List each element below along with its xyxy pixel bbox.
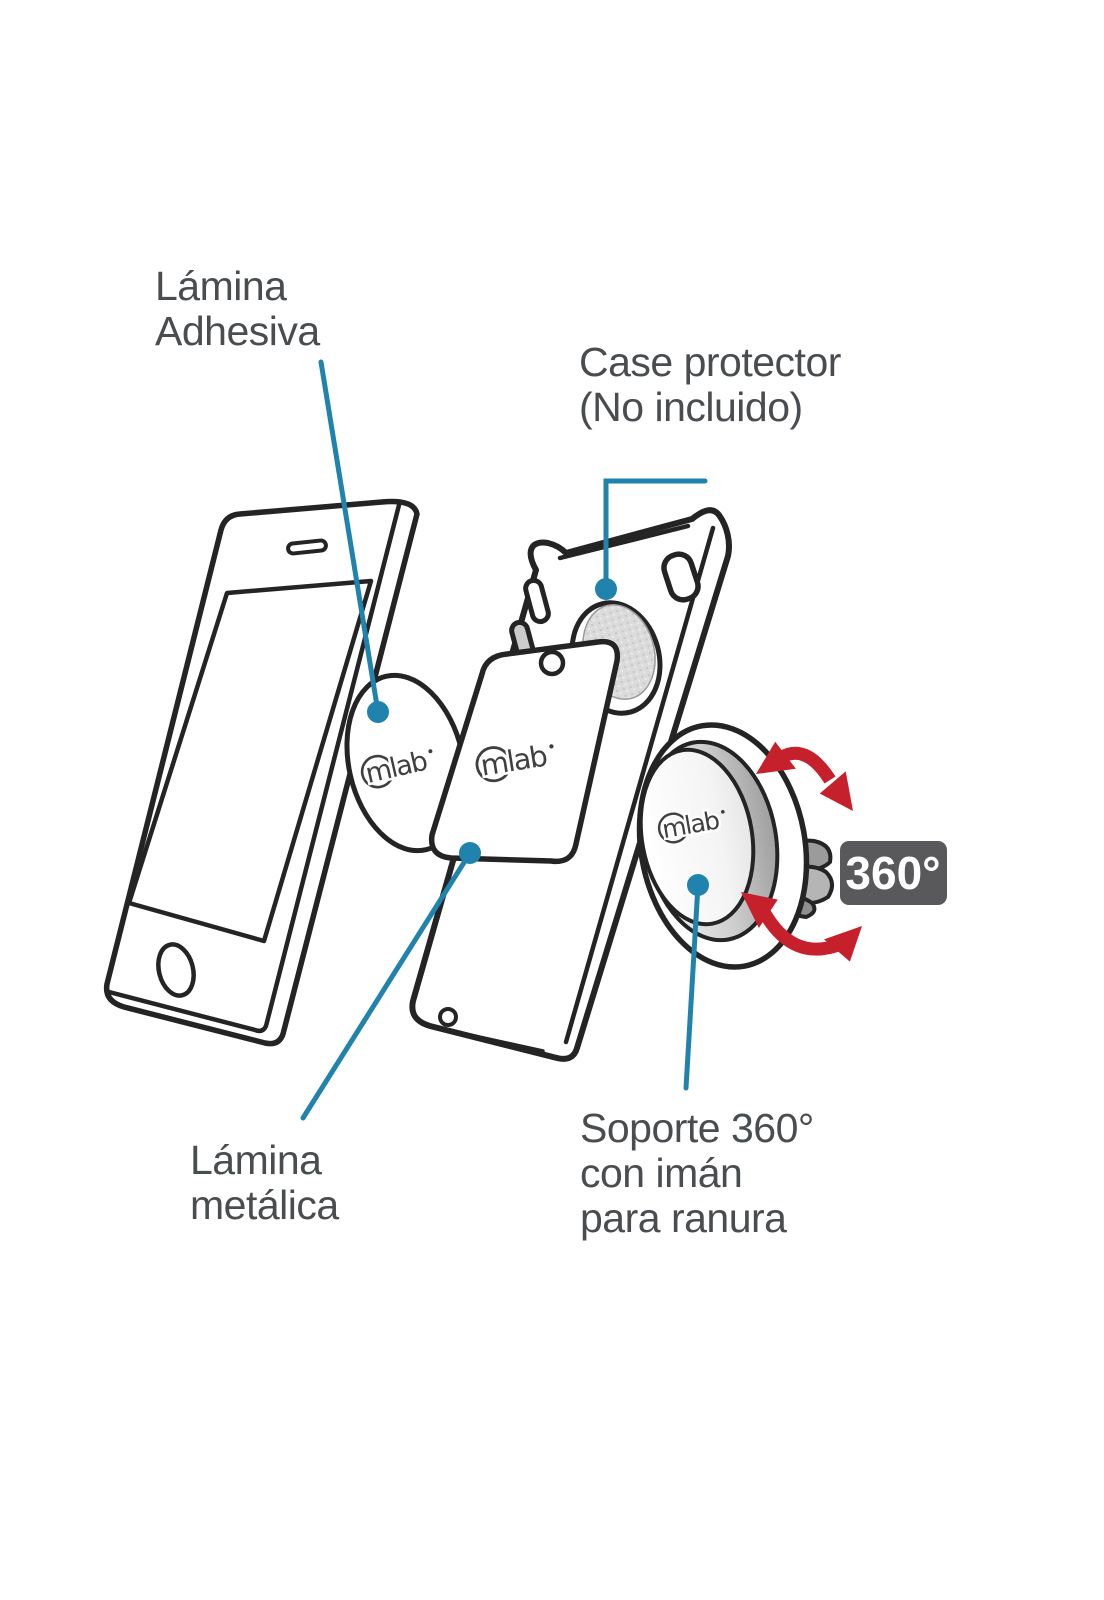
case-camera-cutout bbox=[661, 551, 701, 603]
phone-screen bbox=[126, 578, 374, 944]
label-soporte-360: Soporte 360° con imán para ranura bbox=[580, 1106, 814, 1241]
label-line: para ranura bbox=[580, 1195, 787, 1241]
rotation-arrow-bottom bbox=[741, 892, 862, 962]
metal-plate-hole bbox=[538, 649, 566, 677]
label-line: Adhesiva bbox=[155, 308, 320, 354]
leader-dot-adhesiva bbox=[367, 701, 389, 723]
metal-plate-outline bbox=[428, 638, 621, 865]
label-line: Soporte 360° bbox=[580, 1105, 814, 1151]
leader-line-adhesiva bbox=[318, 359, 381, 715]
phone-speaker bbox=[286, 538, 328, 556]
label-lamina-adhesiva: Lámina Adhesiva bbox=[155, 264, 320, 354]
phone-home-button bbox=[156, 942, 196, 998]
leader-dot-metalica bbox=[459, 842, 481, 864]
phone-depth-edge bbox=[106, 502, 402, 1034]
case-lanyard-hole bbox=[438, 1007, 458, 1027]
case-side-button bbox=[523, 577, 551, 625]
case-right-depth-line bbox=[563, 525, 716, 1045]
mount-face bbox=[638, 747, 756, 927]
badge-360: 360° bbox=[840, 841, 947, 905]
leader-line-soporte bbox=[683, 882, 701, 1091]
label-line: con imán bbox=[580, 1150, 743, 1196]
label-line: Case protector bbox=[579, 339, 841, 385]
label-line: Lámina bbox=[155, 263, 287, 309]
leader-dot-soporte bbox=[687, 874, 709, 896]
label-line: (No incluido) bbox=[579, 384, 803, 430]
label-case-protector: Case protector (No incluido) bbox=[579, 340, 841, 430]
leader-line-case bbox=[603, 478, 708, 591]
label-lamina-metalica: Lámina metálica bbox=[190, 1138, 339, 1228]
badge-360-label: 360° bbox=[845, 847, 940, 899]
case-top-depth-line bbox=[557, 523, 691, 561]
phone-outline bbox=[103, 498, 420, 1047]
rotation-arrow-top bbox=[756, 741, 853, 811]
label-line: Lámina bbox=[190, 1137, 322, 1183]
phone-front bbox=[103, 498, 420, 1047]
label-line: metálica bbox=[190, 1182, 339, 1228]
metal-plate: mlab bbox=[428, 638, 621, 865]
leader-line-metalica bbox=[300, 850, 473, 1121]
leader-dot-case bbox=[595, 578, 617, 600]
case-bottom-inner-line bbox=[450, 1029, 545, 1053]
